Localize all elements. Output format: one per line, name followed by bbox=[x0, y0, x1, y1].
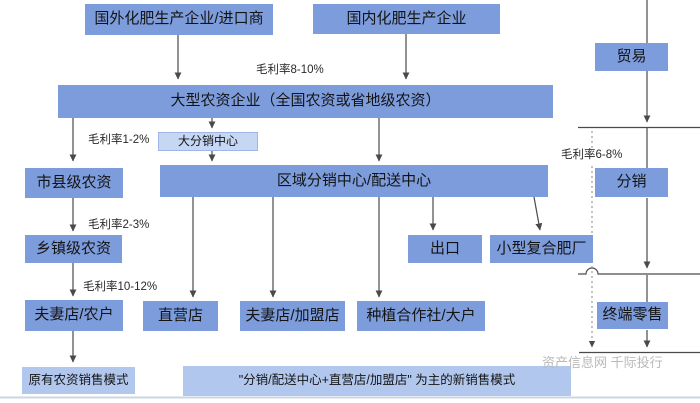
node-big-distribution-center: 大分销中心 bbox=[158, 132, 258, 151]
node-terminal-retail: 终端零售 bbox=[597, 302, 668, 329]
node-domestic-producer: 国内化肥生产企业 bbox=[313, 4, 500, 34]
footer-old-sales-model: 原有农资销售模式 bbox=[22, 367, 135, 394]
node-couple-shop-franchise: 夫妻店/加盟店 bbox=[240, 301, 345, 331]
margin-label-large-to-city-county: 毛利率1-2% bbox=[86, 134, 152, 148]
node-couple-shop-farmer: 夫妻店/农户 bbox=[25, 300, 123, 331]
margin-label-producer-to-large: 毛利率8-10% bbox=[254, 64, 326, 78]
node-large-agri-enterprise: 大型农资企业（全国农资或省地级农资） bbox=[58, 85, 553, 118]
margin-label-city-to-township: 毛利率2-3% bbox=[86, 219, 152, 233]
watermark: 资产信息网 千际投行 bbox=[542, 355, 663, 370]
node-trade: 贸易 bbox=[595, 43, 668, 71]
margin-label-distribution-stage: 毛利率6-8% bbox=[559, 149, 625, 163]
node-export: 出口 bbox=[408, 235, 482, 263]
node-small-compound-fertilizer-plant: 小型复合肥厂 bbox=[490, 235, 593, 263]
node-regional-distribution-center: 区域分销中心/配送中心 bbox=[160, 165, 548, 197]
stage-divider-line-2 bbox=[578, 267, 700, 275]
node-township-agri: 乡镇级农资 bbox=[25, 235, 122, 263]
node-distribution: 分销 bbox=[595, 168, 668, 197]
arrow-regional-to-smallplant bbox=[533, 196, 543, 231]
node-direct-store: 直营店 bbox=[143, 301, 218, 331]
node-planting-coop-large-grower: 种植合作社/大户 bbox=[357, 301, 485, 331]
margin-label-township-to-couple-shop: 毛利率10-12% bbox=[81, 281, 160, 295]
node-foreign-producer: 国外化肥生产企业/进口商 bbox=[85, 4, 273, 35]
footer-new-sales-model: "分销/配送中心+直营店/加盟店" 为主的新销售模式 bbox=[183, 366, 571, 396]
node-city-county-agri: 市县级农资 bbox=[25, 168, 123, 198]
